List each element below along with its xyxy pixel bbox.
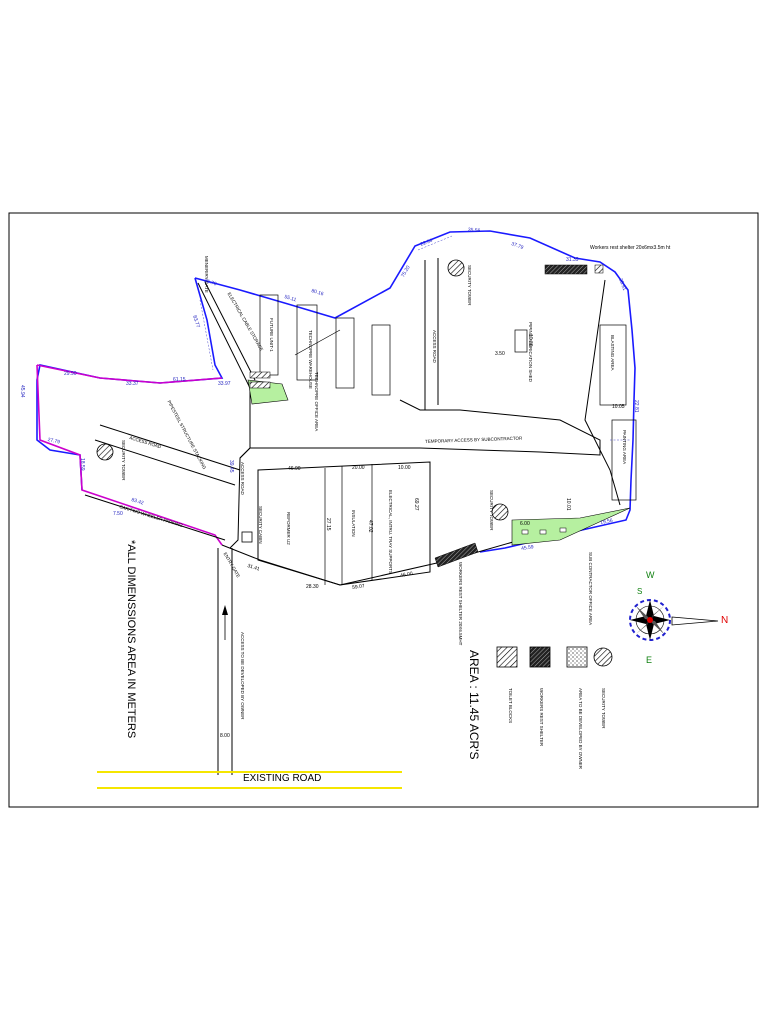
legend-workers-shelter-label: WORKERS REST SHELTER <box>539 688 544 747</box>
piping-shed-bldg <box>514 329 528 353</box>
legend <box>496 646 613 668</box>
workers-rest-shelter-bottom <box>434 542 479 568</box>
subcontractor-green-area <box>511 507 631 546</box>
dim-10-00b: 10.00 <box>527 334 533 347</box>
legend-toilet-icon <box>496 646 518 668</box>
west-lot-top-boundary <box>36 364 223 384</box>
dim-18-59: 18.59 <box>79 458 85 471</box>
legend-workers-shelter-icon <box>529 646 551 668</box>
area-label: AREA : 11.45 ACR'S <box>467 650 481 760</box>
warehouse-label: TECHNOPRE WAREHOUSE <box>308 330 313 389</box>
dim-35-56: 35.56 <box>467 227 481 235</box>
dim-61-15: 61.15 <box>173 377 186 383</box>
access-developed-label: ACCESS TO BE DEVELOPED BY OWNER <box>240 632 245 720</box>
legend-toilet-label: TOILET BLOCKS <box>508 688 513 724</box>
blasting-bldg <box>599 324 627 406</box>
dim-31-39: 31.39 <box>566 257 579 263</box>
technopre-office-label: TECHNOPRE OFFICE AREA <box>314 372 319 432</box>
access-road-mid-label: ACCESS ROAD <box>240 462 245 495</box>
painting-bldg <box>611 419 637 501</box>
dim-line-west <box>199 299 214 371</box>
meneriry-gate-label: MENERIRY GATE <box>204 256 209 293</box>
piping-shed-label: PIPING FABRICATION SHED <box>528 322 533 382</box>
access-road-top-label: ACCESS ROAD <box>432 330 437 363</box>
dim-6-00: 6.00 <box>520 521 530 527</box>
access-road-left-bottom <box>94 439 236 486</box>
security-tower-top-label: SECURITY TOWER <box>467 265 472 306</box>
security-tower-right-label: SECURITY TOWER <box>489 490 494 531</box>
fabrication-block <box>257 461 431 586</box>
compass-w-label: W <box>646 570 655 580</box>
dim-20-00: 20.00 <box>352 465 365 471</box>
dim-69-27: 69.27 <box>413 498 419 511</box>
painting-area-label: PAINTING AREA <box>622 430 627 465</box>
drawing-frame <box>8 212 759 808</box>
security-tower-right-icon <box>491 503 509 521</box>
toilet-block-1 <box>249 371 271 379</box>
cable-storage-edge <box>204 281 256 381</box>
legend-security-tower-label: SECURITY TOWER <box>601 688 606 729</box>
dim-3-50: 3.50 <box>495 351 505 357</box>
dimensions-note: *ALL DIMENSSIONS AREA IN METERS <box>125 540 137 739</box>
sub-office-unit-3 <box>559 527 567 533</box>
workers-rest-shelter-note: Workers rest shelter 20x6mx3.5m ht <box>590 245 671 251</box>
electrical-supports-label: ELECTRICAL, INTRU. TRAY SUPPORTS <box>388 490 393 574</box>
compass-s-label: S <box>637 587 643 596</box>
blasting-area-label: BLASTING AREA <box>610 335 615 371</box>
dim-27-15: 27.15 <box>325 518 331 531</box>
security-tower-top-icon <box>447 259 465 277</box>
leader-line-1 <box>294 329 341 356</box>
security-cabin-box <box>241 531 253 543</box>
dim-39-45: 39.45 <box>228 460 234 473</box>
dim-28-30: 28.30 <box>306 584 319 590</box>
existing-road-label: EXISTING ROAD <box>243 773 322 784</box>
workers-rest-shelter-top <box>544 264 588 275</box>
insulation-label: INSULATION <box>351 510 356 537</box>
dim-8-00: 8.00 <box>220 733 230 739</box>
security-cabin-label: SECURITY CABIN <box>258 506 263 544</box>
parking-edge <box>84 494 226 541</box>
security-tower-left-icon <box>96 443 114 461</box>
dim-10-01: 10.01 <box>565 498 571 511</box>
office-bldg <box>335 317 355 389</box>
dim-line-north <box>417 235 453 251</box>
dim-10-00: 10.00 <box>398 465 411 471</box>
compass-e-label: E <box>646 655 653 665</box>
temporary-access-road <box>239 399 601 459</box>
toilet-block-2 <box>249 381 271 389</box>
property-boundary-east <box>194 230 636 553</box>
blasting-painting-edge <box>584 279 621 506</box>
store-bldg <box>371 324 391 396</box>
legend-security-tower-icon <box>593 647 613 667</box>
dim-46-90: 46.90 <box>288 466 301 472</box>
workers-shelter-bottom-label: WORKERS REST SHELTER 20X6.5MHT <box>458 562 463 646</box>
dim-22-81: 22.81 <box>633 400 639 413</box>
reformer-label: REFORMER U2 <box>286 512 291 545</box>
entry-arrow-head <box>222 605 228 615</box>
sub-contractor-office-label: SUB CONTRACTOR OFFICE AREA <box>588 552 593 626</box>
security-tower-left-label: SECURITY TOWER <box>121 440 126 481</box>
access-road-left-top <box>99 424 241 471</box>
toilet-block-3 <box>594 264 604 274</box>
compass-n-label: N <box>721 615 729 626</box>
dim-47-02: 47.02 <box>367 520 373 533</box>
future-unit-label: FUTURE UNIT-1 <box>269 318 274 352</box>
dim-45-94: 45.94 <box>19 385 25 398</box>
legend-owner-area-icon <box>566 646 588 668</box>
dim-7-50: 7.50 <box>113 511 123 517</box>
dim-33-37: 33.37 <box>126 381 139 387</box>
dim-10-05: 10.05 <box>612 404 625 410</box>
sub-office-unit-1 <box>521 529 529 535</box>
dim-33-97: 33.97 <box>218 381 231 387</box>
sub-office-unit-2 <box>539 529 547 535</box>
dim-29-90: 29.90 <box>64 371 77 377</box>
legend-owner-area-label: AREA TO BE DEVELOPED BY OWNER <box>578 688 583 770</box>
compass-rose <box>629 599 719 641</box>
